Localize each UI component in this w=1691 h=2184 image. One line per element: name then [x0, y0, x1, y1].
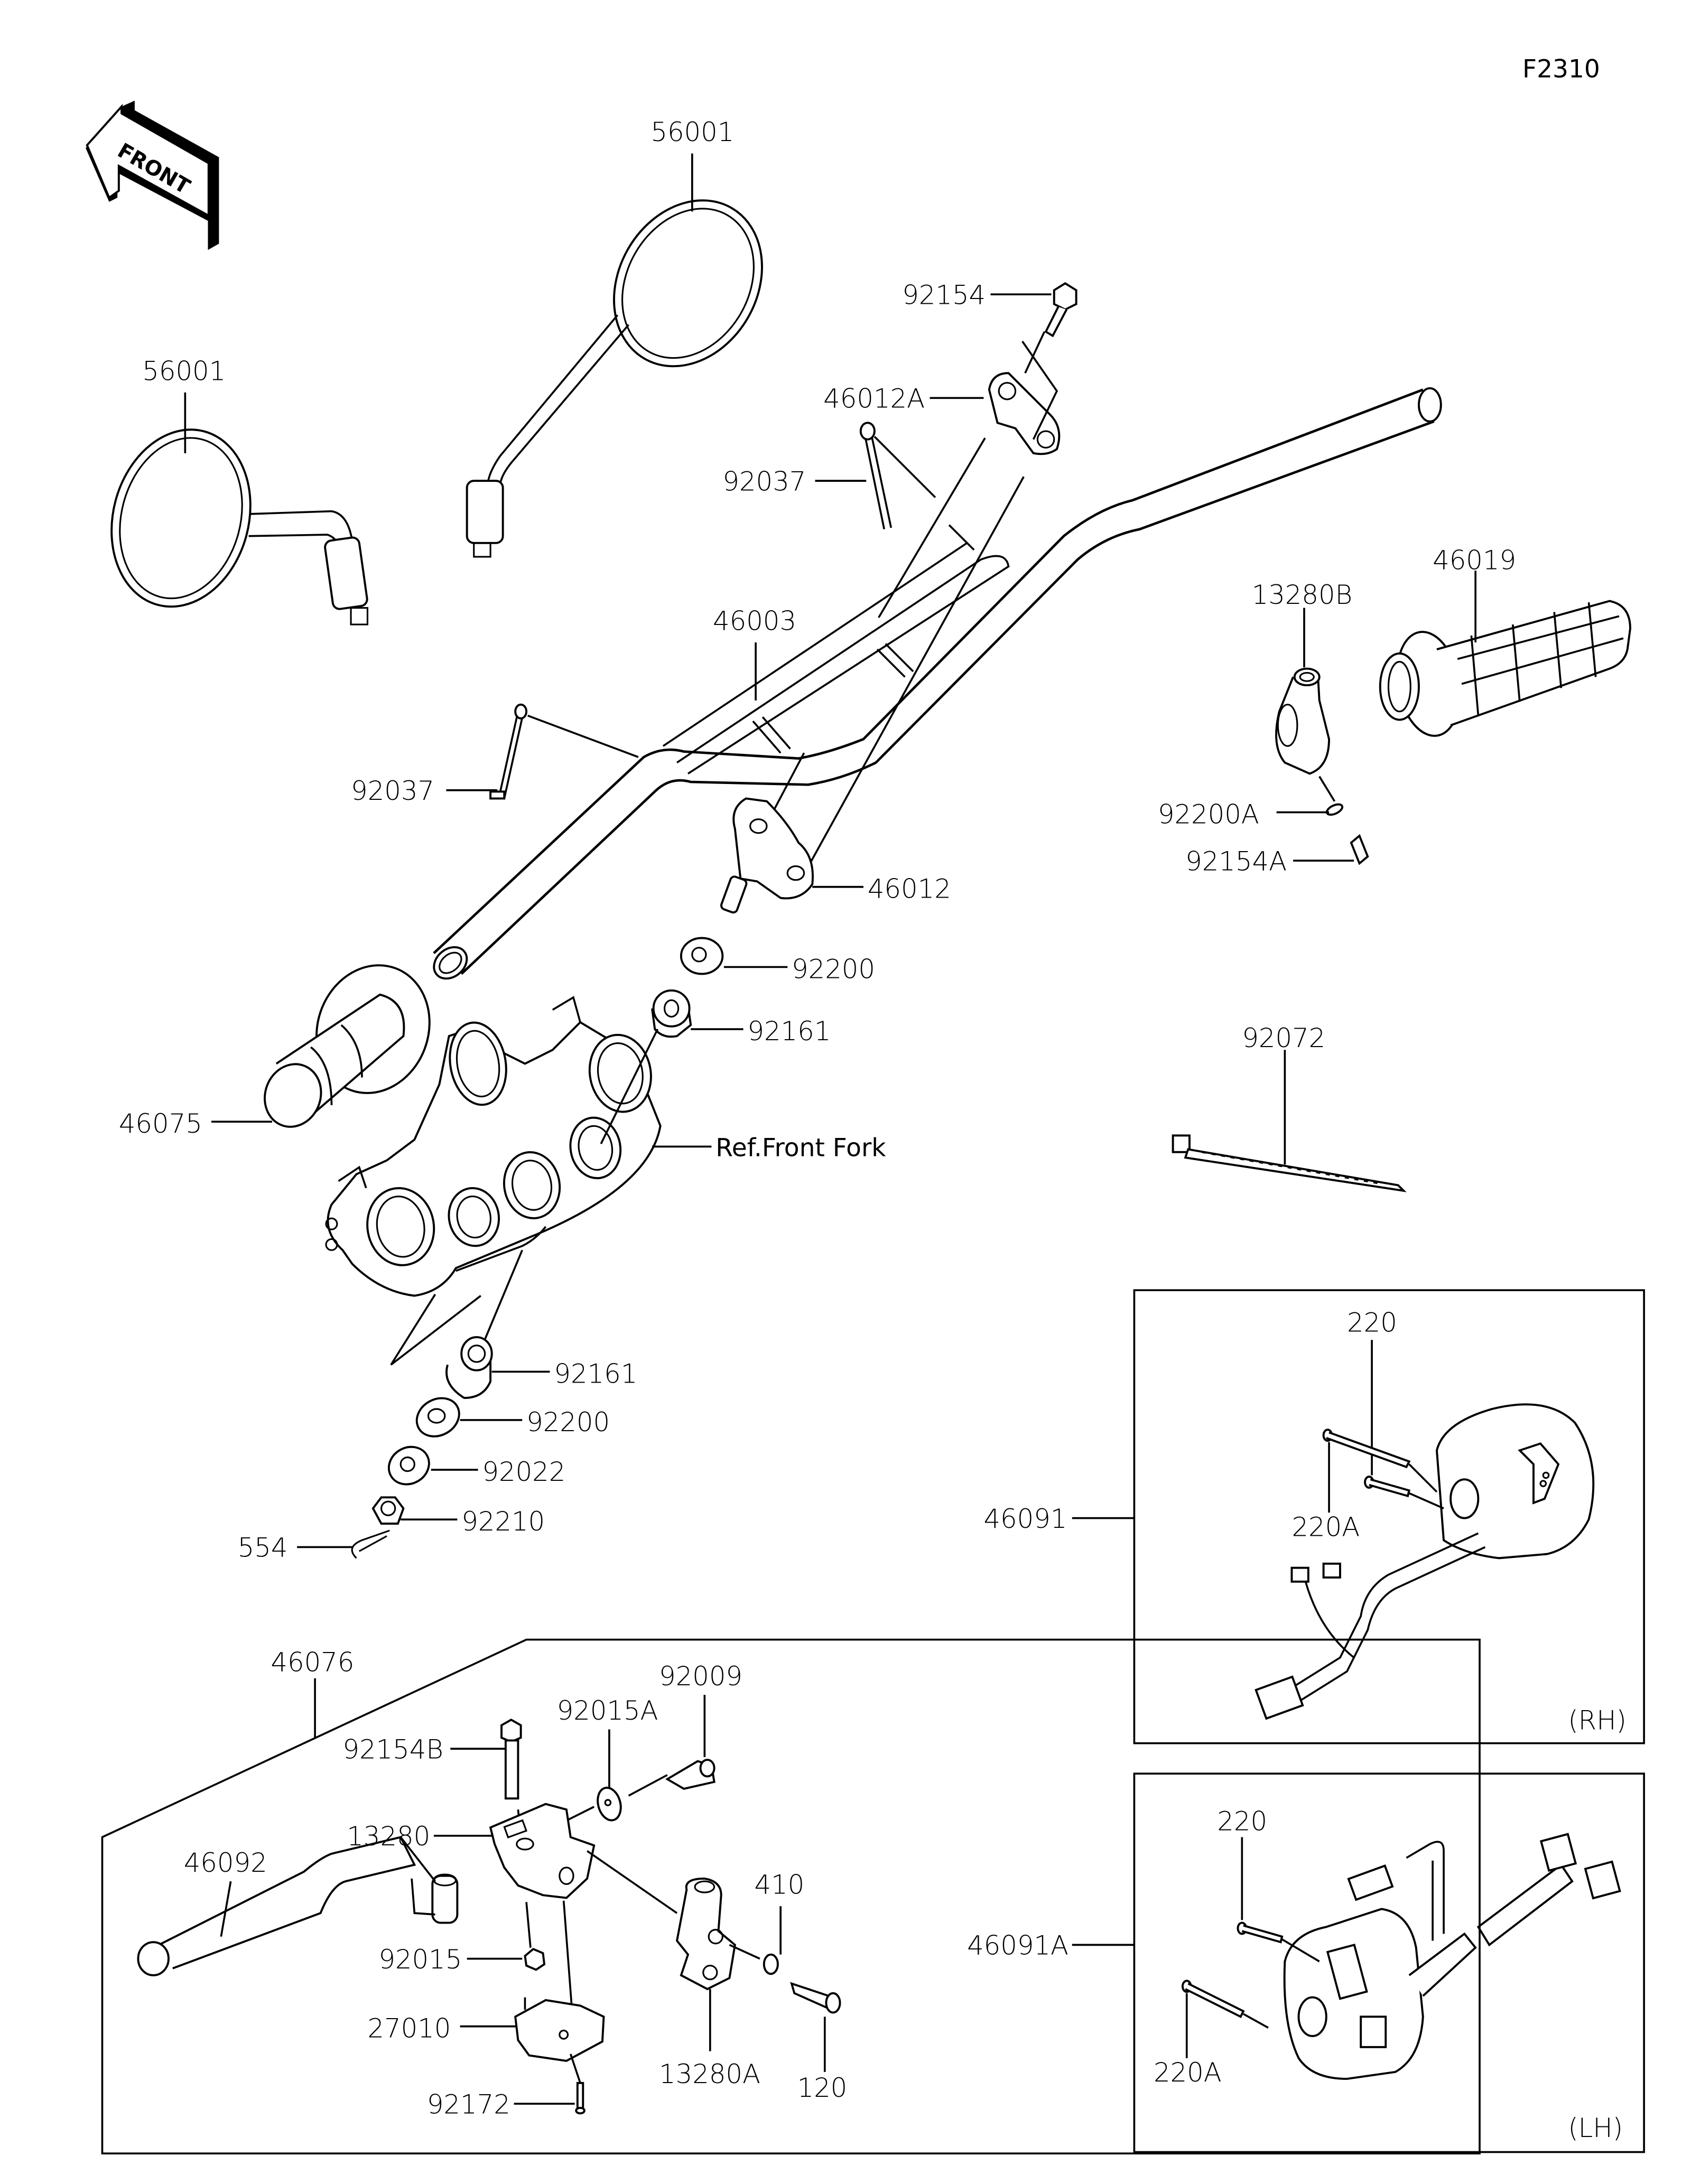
bolt-92154b[interactable]	[500, 1718, 522, 1837]
label-rh-side: (RH)	[1568, 1705, 1627, 1736]
lh-screw-220a[interactable]	[1181, 1980, 1269, 2029]
label-front-fork-ref: Ref.Front Fork	[716, 1134, 886, 1163]
screw-92154a[interactable]	[1350, 834, 1369, 865]
label-bolt-top: 92154	[902, 279, 986, 310]
label-washer-lower: 92200	[526, 1407, 610, 1438]
lever-46092[interactable]	[137, 1836, 459, 1976]
label-grip-left: 46075	[119, 1108, 202, 1139]
label-switch-27010: 27010	[367, 2013, 451, 2044]
label-bush-upper: 92161	[747, 1016, 831, 1047]
cable-tie-92072[interactable]	[1172, 1134, 1407, 1192]
label-nut: 92210	[461, 1506, 545, 1537]
steering-stem-head	[325, 996, 662, 1297]
label-mirror-left: 56001	[142, 356, 226, 386]
holder-13280[interactable]	[489, 1803, 678, 2010]
label-lh-screw-220: 220	[1217, 1806, 1267, 1836]
label-screw-92154a: 92154A	[1185, 846, 1287, 876]
throttle-grip-46019[interactable]	[1379, 600, 1631, 741]
label-washer-upper: 92200	[792, 954, 875, 984]
label-handlebar: 46003	[713, 605, 796, 636]
label-throttle-grip: 46019	[1433, 545, 1516, 575]
front-arrow-icon: FRONT	[86, 101, 219, 250]
washer-92200-upper[interactable]	[680, 937, 724, 975]
washer-410[interactable]	[763, 1953, 779, 1975]
lh-switch-housing[interactable]	[1283, 1833, 1621, 2080]
label-washer-92200a: 92200A	[1158, 799, 1259, 830]
label-holder-13280a: 13280A	[659, 2059, 760, 2089]
bolt-120[interactable]	[790, 1982, 841, 2014]
lh-switch-box	[1133, 1772, 1645, 2153]
holder-13280a[interactable]	[675, 1877, 760, 1991]
rh-screw-220a[interactable]	[1322, 1429, 1438, 1493]
diagram-code: F2310	[1522, 55, 1600, 84]
bolt-92154[interactable]	[1044, 282, 1077, 338]
label-screw-92172: 92172	[427, 2089, 510, 2120]
assembly-line	[878, 437, 986, 618]
label-switch-rh: 46091	[983, 1504, 1067, 1534]
washer-92200-lower[interactable]	[410, 1390, 466, 1444]
label-holder-13280b: 13280B	[1252, 580, 1352, 610]
label-cotter-pin: 554	[238, 1533, 288, 1563]
label-rh-screw-220a: 220A	[1292, 1512, 1360, 1543]
label-clamp-lower: 92037	[351, 776, 434, 806]
rh-switch-housing[interactable]	[1255, 1403, 1595, 1720]
leader-line	[220, 1881, 232, 1937]
label-bolt-92154b: 92154B	[342, 1734, 443, 1765]
label-lh-screw-220a: 220A	[1154, 2057, 1222, 2088]
label-clamp-upper: 92037	[722, 466, 806, 497]
bush-92161-lower[interactable]	[445, 1336, 493, 1399]
label-switch-lh: 46091A	[967, 1930, 1069, 1961]
lh-screw-220[interactable]	[1237, 1921, 1320, 1963]
rh-screw-220[interactable]	[1364, 1476, 1444, 1509]
grip-left-46075[interactable]	[256, 949, 448, 1135]
label-mirror-right: 56001	[651, 117, 734, 147]
mirror-left[interactable]	[92, 414, 368, 626]
label-nut-92015: 92015	[378, 1944, 462, 1975]
label-cable-tie: 92072	[1242, 1023, 1325, 1053]
label-bolt-92009: 92009	[659, 1661, 742, 1692]
bush-92161-upper[interactable]	[651, 989, 692, 1038]
nut-92210[interactable]	[371, 1496, 405, 1525]
rh-switch-box	[1133, 1289, 1645, 1744]
lever-assembly-box	[101, 1638, 1481, 2154]
label-holder-lower: 46012	[868, 874, 951, 904]
clamp-92037-upper[interactable]	[859, 422, 975, 551]
label-washer-92015a: 92015A	[557, 1695, 658, 1726]
holder-13280b[interactable]	[1275, 667, 1336, 802]
washer-92015a[interactable]	[566, 1774, 668, 1823]
label-lever-assy: 46076	[271, 1647, 354, 1678]
label-holder-13280: 13280	[347, 1821, 430, 1852]
bolt-92009[interactable]	[665, 1759, 716, 1790]
handlebar[interactable]	[428, 387, 1442, 985]
cotter-pin-554[interactable]	[351, 1529, 390, 1559]
assembly-line	[482, 1249, 523, 1343]
nut-92015[interactable]	[524, 1947, 546, 1971]
clamp-92037-lower[interactable]	[489, 703, 639, 800]
label-bolt-120: 120	[797, 2073, 847, 2103]
mirror-right[interactable]	[466, 173, 792, 558]
washer-92022[interactable]	[382, 1440, 436, 1491]
assembly-line	[390, 1294, 481, 1366]
label-holder-upper: 46012A	[823, 384, 925, 414]
label-washer-410: 410	[754, 1870, 804, 1900]
handlebar-holder-lower[interactable]	[720, 797, 814, 914]
label-lh-side: (LH)	[1568, 2113, 1623, 2143]
assembly-line	[797, 476, 1025, 885]
label-rh-screw-220: 220	[1347, 1308, 1397, 1338]
washer-92200a[interactable]	[1325, 802, 1344, 817]
handlebar-holder-upper[interactable]	[988, 331, 1061, 455]
label-bush-lower: 92161	[554, 1358, 637, 1389]
label-lever-46092: 46092	[184, 1847, 267, 1878]
switch-27010[interactable]	[514, 1997, 605, 2084]
label-washer-plain: 92022	[482, 1457, 565, 1487]
screw-92172[interactable]	[575, 2082, 586, 2115]
